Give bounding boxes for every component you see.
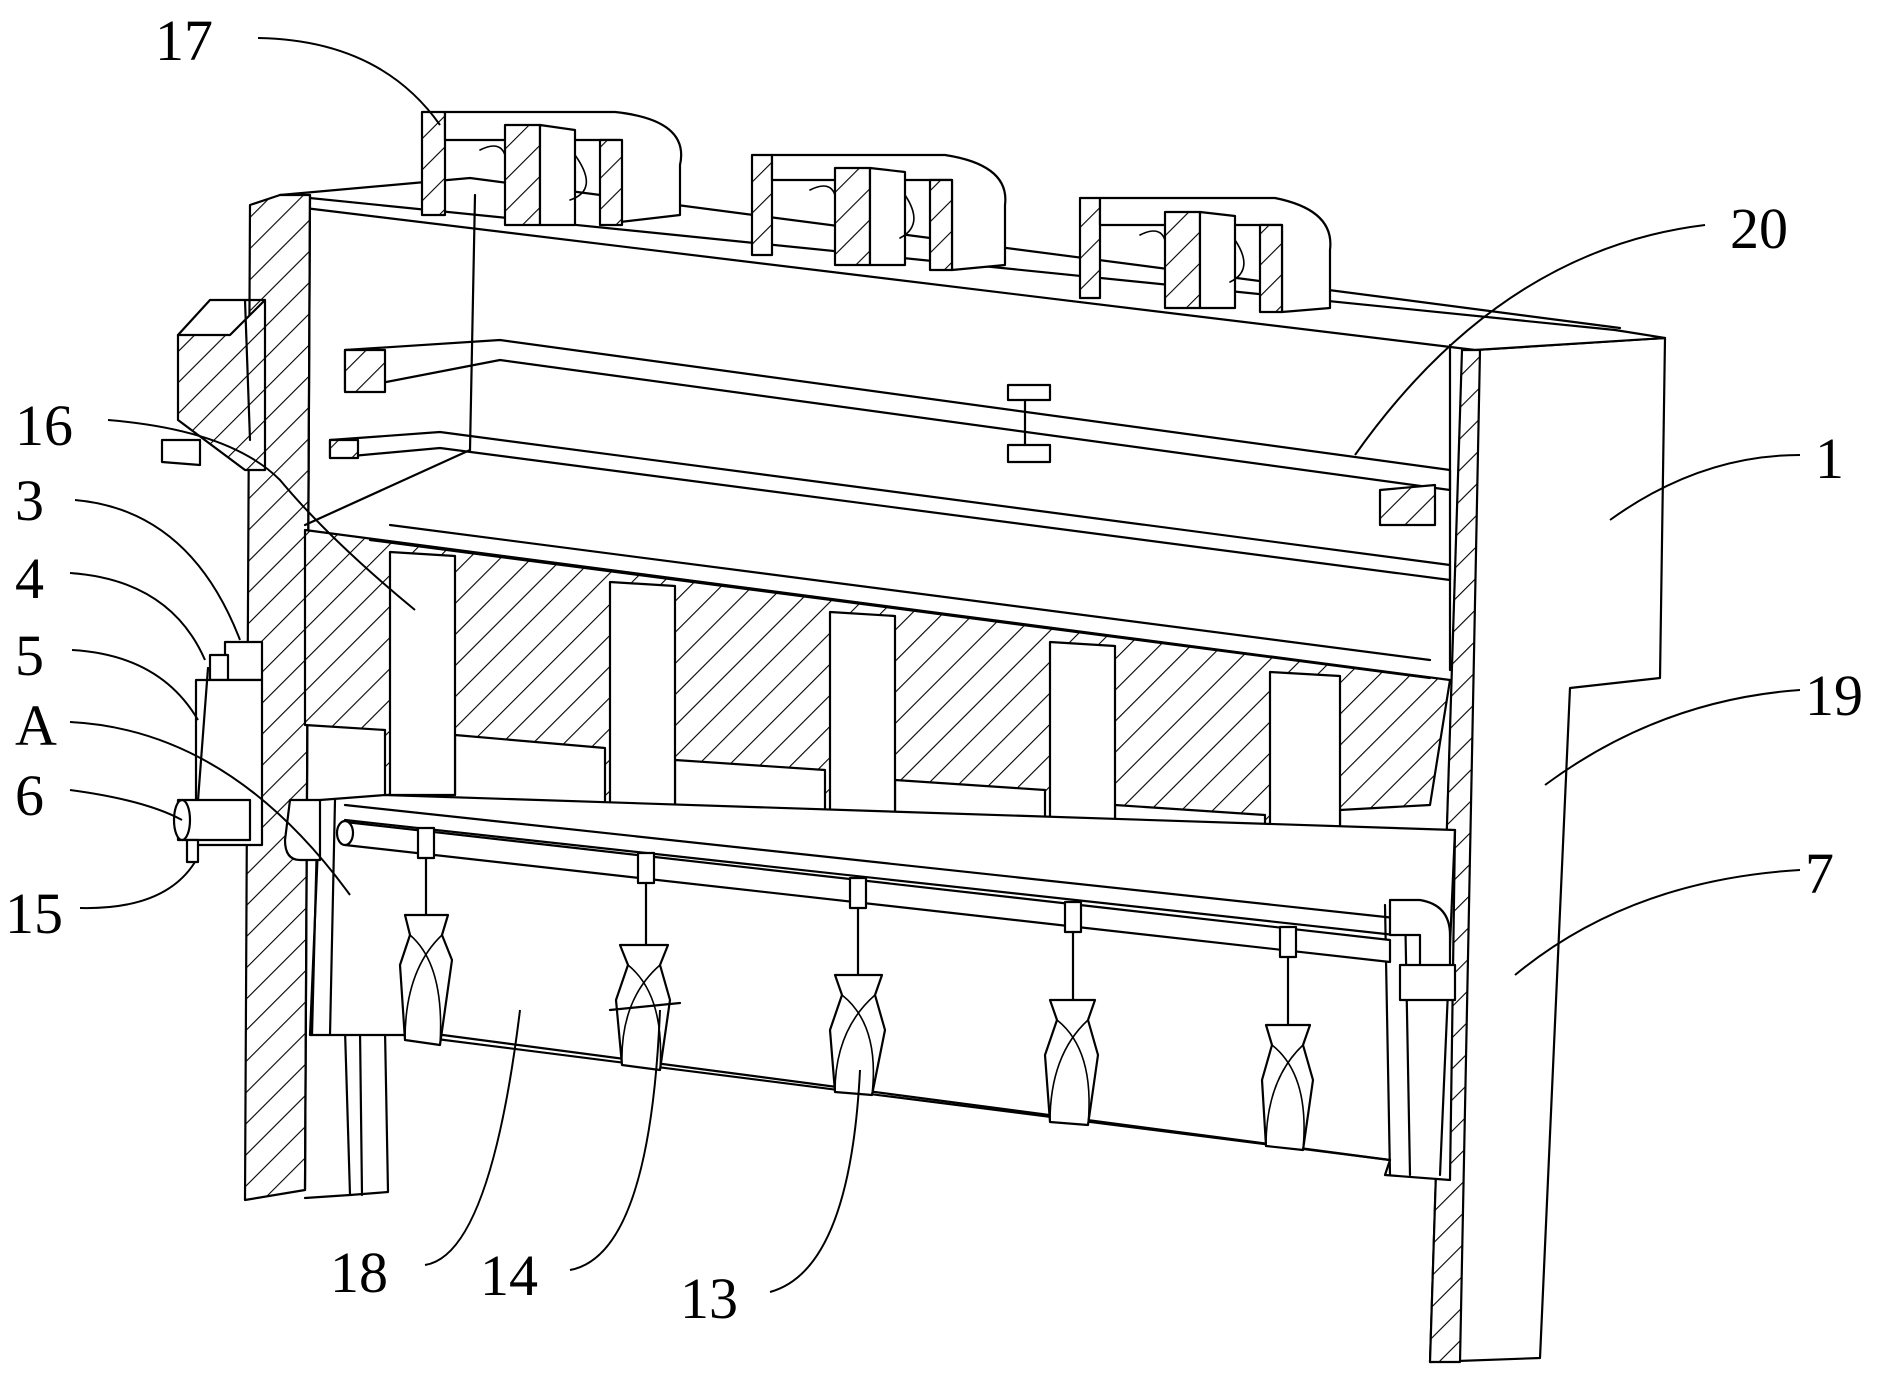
callout-1: 1 [1815,426,1844,491]
callout-14: 14 [480,1243,538,1308]
fans [422,112,1330,312]
callout-20: 20 [1730,196,1788,261]
callout-17: 17 [155,8,213,73]
left-bracket [162,300,265,470]
callout-4: 4 [15,546,44,611]
callout-3: 3 [15,468,44,533]
callout-6: 6 [15,763,44,828]
callout-15: 15 [5,881,63,946]
callout-7: 7 [1805,841,1834,906]
callout-13: 13 [680,1266,738,1331]
callout-5: 5 [15,623,44,688]
fan-1 [422,112,681,225]
callout-18: 18 [330,1240,388,1305]
callout-16: 16 [15,393,73,458]
callout-19: 19 [1805,663,1863,728]
callout-A: A [15,693,57,758]
